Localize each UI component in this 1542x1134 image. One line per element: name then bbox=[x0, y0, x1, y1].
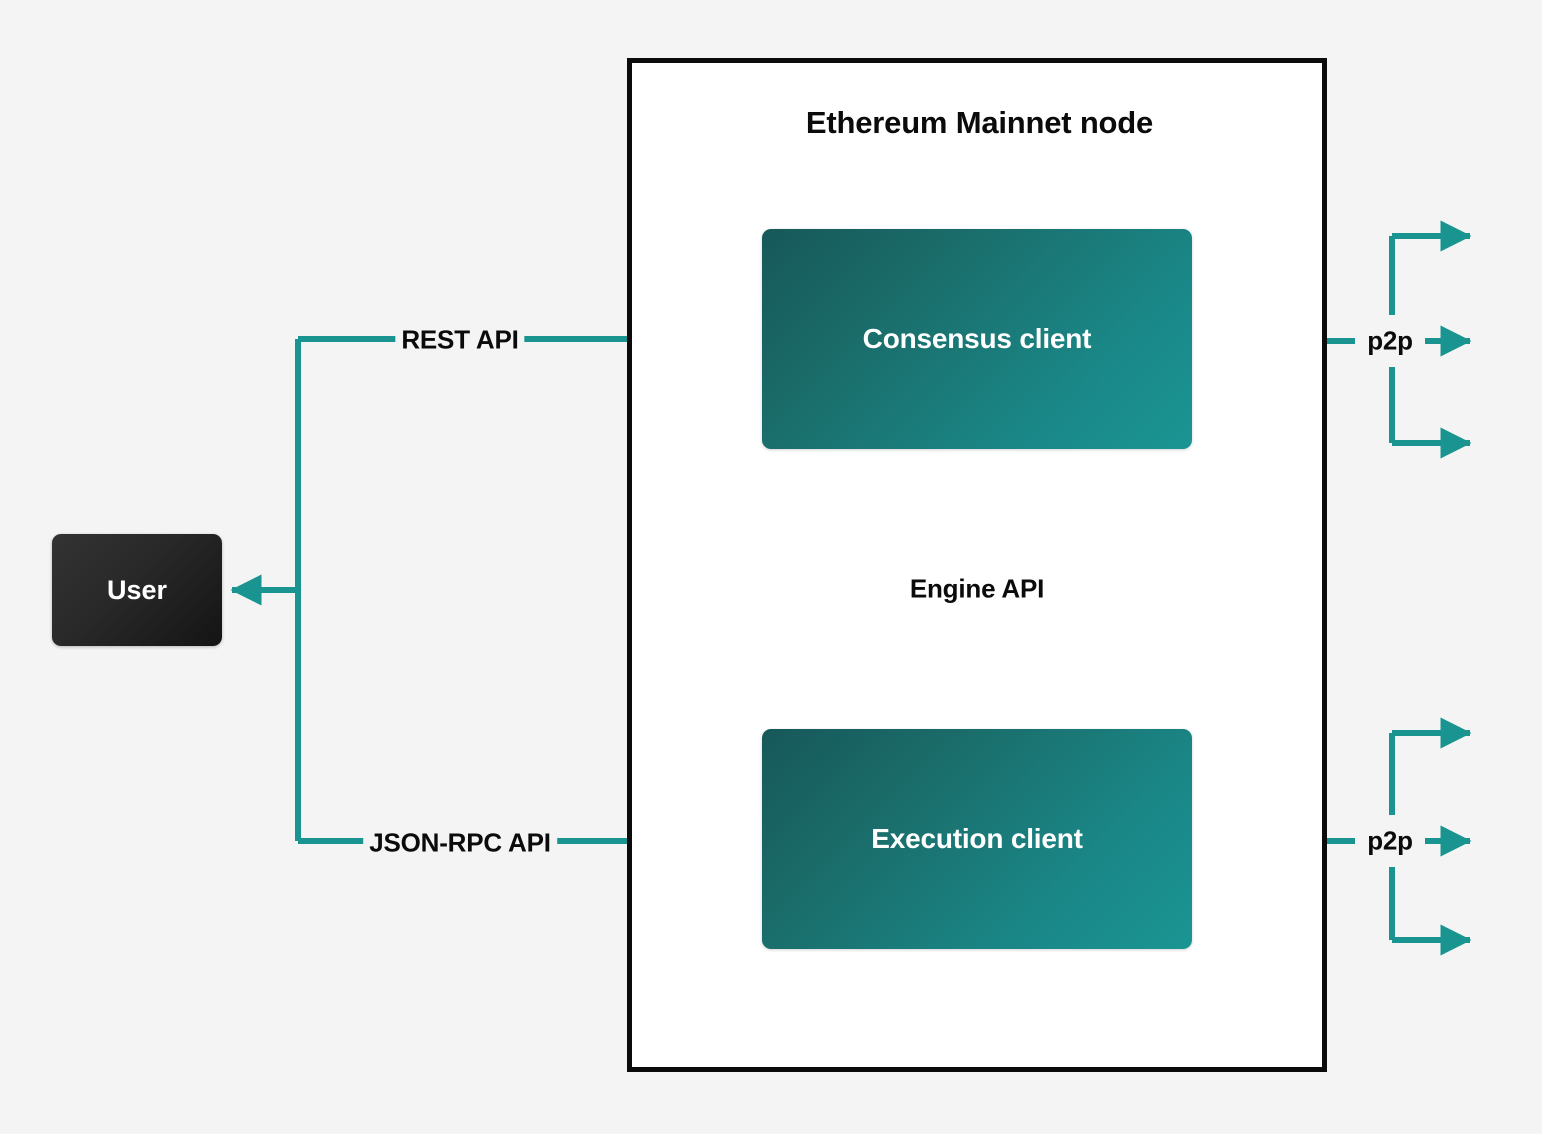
edge-label-json-rpc-api: JSON-RPC API bbox=[363, 827, 557, 859]
edge-label-rest-api: REST API bbox=[395, 324, 525, 356]
consensus-client-node[interactable]: Consensus client bbox=[762, 229, 1192, 449]
node-title: Ethereum Mainnet node bbox=[805, 105, 1154, 140]
edge-label-p2p-execution: p2p bbox=[1361, 825, 1419, 857]
user-label: User bbox=[106, 574, 168, 605]
edge-label-engine-api: Engine API bbox=[903, 573, 1051, 605]
user-node[interactable]: User bbox=[52, 534, 222, 646]
edge-label-p2p-consensus: p2p bbox=[1361, 325, 1419, 357]
execution-client-label: Execution client bbox=[871, 823, 1083, 854]
execution-client-node[interactable]: Execution client bbox=[762, 729, 1192, 949]
consensus-client-label: Consensus client bbox=[862, 323, 1092, 354]
